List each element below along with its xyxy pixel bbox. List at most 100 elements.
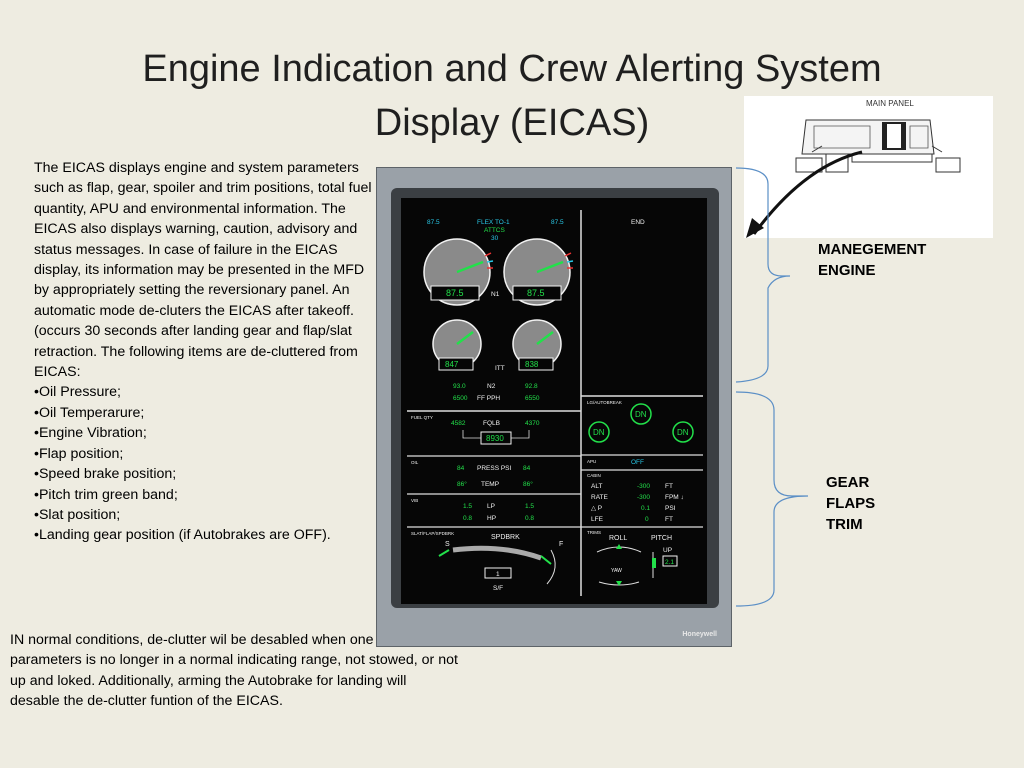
gear-nose-indicator: DN: [630, 403, 652, 425]
apu-label: APU: [587, 459, 596, 464]
svg-text:PSI: PSI: [665, 505, 676, 512]
flex-temp: 30: [491, 235, 499, 242]
vib-hp-left: 0.8: [463, 515, 472, 522]
title-line-1: Engine Indication and Crew Alerting Syst…: [142, 48, 882, 90]
n1-right-value: 87.5: [527, 288, 545, 298]
itt-right-value: 838: [525, 360, 539, 369]
bullet-flap-position: •Flap position;: [34, 445, 124, 462]
n2-left: 93.0: [453, 383, 466, 390]
pitch-label: PITCH: [651, 535, 672, 542]
fuel-right: 4370: [525, 420, 540, 427]
roll-label: ROLL: [609, 535, 627, 542]
management-engine-label: MANEGEMENT ENGINE: [818, 239, 926, 281]
svg-text:0: 0: [645, 516, 649, 523]
sf-label: S/F: [493, 585, 503, 592]
end-label: END: [631, 219, 645, 226]
n1-left-target: 87.5: [427, 219, 440, 226]
thrust-mode: FLEX TO-1: [477, 219, 510, 226]
cabin-row-lfe: LFE 0 FT: [591, 516, 673, 523]
bullet-slat-position: •Slat position;: [34, 506, 121, 523]
flap-f-label: F: [559, 541, 563, 548]
fuel-total: 8930: [486, 434, 504, 443]
spdbrk-label: SPDBRK: [491, 534, 520, 541]
n2-right: 92.8: [525, 383, 538, 390]
oil-press-left: 84: [457, 465, 465, 472]
n1-left-value: 87.5: [446, 288, 464, 298]
oil-temp-label: TEMP: [481, 481, 499, 488]
bracket-lines: [735, 167, 809, 607]
ff-left: 6500: [453, 395, 468, 402]
description-text: The EICAS displays engine and system par…: [34, 158, 374, 546]
vib-label: VIB: [411, 498, 418, 503]
svg-text:ALT: ALT: [591, 483, 602, 490]
flap-position-box: 1: [496, 571, 500, 578]
itt-label: ITT: [495, 365, 505, 372]
oil-label: OIL: [411, 460, 419, 465]
svg-text:FPM ↓: FPM ↓: [665, 494, 684, 501]
fqlb-label: FQLB: [483, 420, 500, 427]
vib-lp-label: LP: [487, 503, 495, 510]
honeywell-logo: Honeywell: [682, 631, 717, 638]
gear-flaps-trim-bracket: [735, 391, 809, 607]
eicas-screen: 87.5 87.5 FLEX TO-1 ATTCS 30 END 87.5: [401, 198, 707, 604]
svg-text:-300: -300: [637, 494, 650, 501]
n1-right-target: 87.5: [551, 219, 564, 226]
bullet-landing-gear: •Landing gear position (if Autobrakes ar…: [34, 527, 331, 544]
oil-press-label: PRESS PSI: [477, 465, 512, 472]
oil-temp-left: 86°: [457, 480, 467, 488]
svg-text:LFE: LFE: [591, 516, 604, 523]
ff-label: FF PPH: [477, 395, 500, 402]
apu-status: OFF: [631, 459, 644, 466]
vib-hp-label: HP: [487, 515, 496, 522]
cabin-row-rate: RATE -300 FPM ↓: [591, 494, 684, 501]
svg-text:0.1: 0.1: [641, 505, 650, 512]
trims-label: TRIMS: [587, 530, 601, 535]
svg-text:DN: DN: [677, 428, 689, 437]
bullet-oil-pressure: •Oil Pressure;: [34, 384, 121, 401]
svg-text:△ P: △ P: [591, 505, 602, 512]
fuel-qty-label: FUEL QTY: [411, 415, 433, 420]
gear-left-indicator: DN: [588, 421, 610, 443]
vib-lp-right: 1.5: [525, 503, 534, 510]
svg-text:-300: -300: [637, 483, 650, 490]
gear-right-indicator: DN: [672, 421, 694, 443]
svg-text:FT: FT: [665, 483, 673, 490]
vib-lp-left: 1.5: [463, 503, 472, 510]
slide-title: Engine Indication and Crew Alerting Syst…: [0, 42, 1024, 150]
gear-label-line3: TRIM: [826, 516, 863, 533]
management-label-line1: MANEGEMENT: [818, 241, 927, 258]
oil-temp-right: 86°: [523, 480, 533, 488]
management-engine-bracket: [735, 167, 791, 383]
bullet-oil-temperature: •Oil Temperarure;: [34, 404, 145, 421]
wing-profile: [452, 545, 542, 561]
slat-s-label: S: [445, 541, 450, 548]
gear-flaps-trim-label: GEAR FLAPS TRIM: [826, 472, 875, 535]
n2-label: N2: [487, 383, 496, 390]
svg-text:FT: FT: [665, 516, 673, 523]
title-line-2: Display (EICAS): [374, 102, 650, 144]
up-label: UP: [663, 547, 672, 554]
oil-press-right: 84: [523, 465, 531, 472]
main-panel-image: MAIN PANEL: [744, 96, 993, 238]
fuel-left: 4582: [451, 420, 466, 427]
yaw-label: YAW: [611, 568, 622, 574]
pitch-trim-value: 2.1: [665, 559, 674, 566]
svg-text:DN: DN: [593, 428, 605, 437]
management-label-line2: ENGINE: [818, 262, 876, 279]
bullet-pitch-trim: •Pitch trim green band;: [34, 486, 178, 503]
gear-label-line1: GEAR: [826, 474, 870, 491]
bottom-note: IN normal conditions, de-clutter wil be …: [10, 632, 458, 710]
svg-text:DN: DN: [635, 410, 647, 419]
eicas-bezel: 87.5 87.5 FLEX TO-1 ATTCS 30 END 87.5: [376, 167, 732, 647]
gear-label-line2: FLAPS: [826, 495, 876, 512]
lg-autobrake-label: LG/AUTOBREAK: [587, 400, 622, 405]
bullet-engine-vibration: •Engine Vibration;: [34, 425, 147, 442]
itt-left-value: 847: [445, 360, 459, 369]
description-paragraph: The EICAS displays engine and system par…: [34, 160, 372, 381]
bullet-speed-brake: •Speed brake position;: [34, 466, 177, 483]
cabin-row-alt: ALT -300 FT: [591, 483, 673, 490]
main-panel-caption: MAIN PANEL: [866, 99, 914, 108]
attcs-label: ATTCS: [484, 227, 505, 234]
cabin-row-delta-p: △ P 0.1 PSI: [591, 505, 676, 512]
cabin-label: CABIN: [587, 473, 601, 478]
